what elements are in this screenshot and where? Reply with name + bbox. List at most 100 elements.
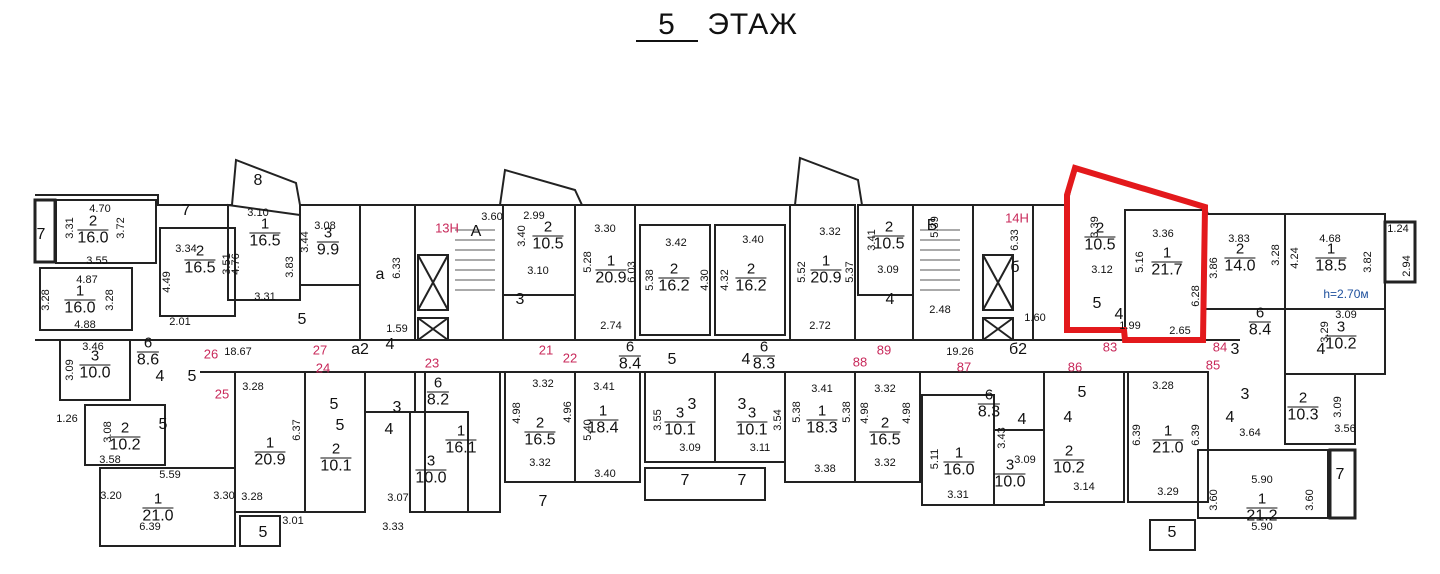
room-area: 10.3 — [1287, 406, 1319, 424]
zone-label: а2 — [351, 341, 369, 358]
dimension-label: 3.31 — [947, 489, 969, 501]
dimension-label: 3.14 — [1073, 481, 1095, 493]
ceiling-height-note: h=2.70м — [1323, 287, 1369, 301]
dimension-label: 4.98 — [901, 402, 913, 424]
room-area: 10.5 — [532, 235, 564, 253]
room-number: 1 — [1315, 241, 1347, 259]
dimension-label: 3.43 — [996, 427, 1008, 449]
zone-label: 13Н — [435, 220, 459, 236]
room-number: 1 — [1151, 245, 1183, 263]
dimension-label: 18.67 — [224, 346, 252, 358]
room-area: 10.1 — [736, 421, 768, 439]
dimension-label: 3.82 — [1362, 251, 1374, 273]
room-number: 2 — [1287, 390, 1319, 408]
dimension-label: 3.55 — [86, 255, 108, 267]
room-area: 18.3 — [806, 419, 838, 437]
dimension-label: 3.08 — [314, 220, 336, 232]
dimension-label: 4.96 — [562, 401, 574, 423]
dimension-label: 3.20 — [100, 490, 122, 502]
room-area: 8.4 — [618, 355, 642, 373]
dimension-label: 3.09 — [64, 359, 76, 381]
dimension-label: 2.94 — [1401, 255, 1413, 277]
dimension-label: 4.88 — [74, 319, 96, 331]
corridor-mark: 88 — [852, 354, 868, 370]
dimension-label: 3.28 — [40, 289, 52, 311]
dimension-label: 5.59 — [159, 469, 181, 481]
dimension-label: 5.52 — [796, 261, 808, 283]
room-number: 3 — [415, 453, 447, 471]
corridor-mark: 23 — [424, 355, 440, 371]
room-area: 16.5 — [249, 232, 281, 250]
dimension-label: 3.29 — [1319, 321, 1331, 343]
corridor-mark: 21 — [538, 342, 554, 358]
room-area: 10.5 — [873, 235, 905, 253]
dimension-label: 4.49 — [161, 271, 173, 293]
dimension-label: 3.29 — [1157, 486, 1179, 498]
room-number-label: 5 — [1077, 384, 1087, 401]
dimension-label: 3.60 — [481, 211, 503, 223]
stair-flights — [455, 229, 960, 291]
dimension-label: 3.34 — [175, 243, 197, 255]
dimension-label: 3.28 — [241, 491, 263, 503]
room-area: 10.0 — [994, 473, 1026, 491]
room-area: 21.2 — [1246, 507, 1278, 525]
room-number-label: 4 — [1225, 409, 1235, 426]
room-number-label: 7 — [680, 472, 690, 489]
dimension-label: 4.76 — [230, 253, 242, 275]
room-number: 3 — [79, 348, 111, 366]
dimension-label: 1.99 — [1119, 320, 1141, 332]
room-number: 2 — [735, 261, 767, 279]
room-number: 1 — [587, 403, 619, 421]
corridor-mark: 89 — [876, 342, 892, 358]
dimension-label: 5.38 — [841, 401, 853, 423]
dimension-label: 3.28 — [1270, 244, 1282, 266]
room-area: 10.2 — [1325, 335, 1357, 353]
room-area: 14.0 — [1224, 257, 1256, 275]
floor-title: 5 ЭТАЖ — [636, 8, 798, 42]
room-number: 3 — [664, 405, 696, 423]
dimension-label: 3.10 — [527, 265, 549, 277]
room-number: 1 — [806, 403, 838, 421]
room-number-label: 3 — [392, 399, 402, 416]
dimension-label: 3.32 — [874, 457, 896, 469]
room-number-label: 7 — [1335, 466, 1345, 483]
dimension-label: 3.07 — [387, 492, 409, 504]
corridor-mark: 84 — [1212, 339, 1228, 355]
room-area: 16.0 — [64, 299, 96, 317]
dimension-label: 3.01 — [282, 515, 304, 527]
corridor-mark: 22 — [562, 350, 578, 366]
room-number-label: 4 — [1114, 306, 1124, 323]
room-area: 10.2 — [109, 436, 141, 454]
dimension-label: 3.56 — [1334, 423, 1356, 435]
dimension-label: 4.70 — [89, 203, 111, 215]
dimension-label: 6.39 — [1190, 424, 1202, 446]
room-number-label: 4 — [1316, 341, 1326, 358]
room-number: 2 — [532, 219, 564, 237]
dimension-label: 3.38 — [814, 463, 836, 475]
dimension-label: 5.38 — [791, 401, 803, 423]
room-area: 21.0 — [1152, 439, 1184, 457]
room-number-label: 3 — [737, 396, 747, 413]
room-area: 16.1 — [445, 439, 477, 457]
room-number: 1 — [1152, 423, 1184, 441]
dimension-label: 3.55 — [652, 409, 664, 431]
room-area: 8.3 — [752, 355, 776, 373]
dimension-label: 3.42 — [665, 237, 687, 249]
dimension-label: 5.28 — [582, 251, 594, 273]
